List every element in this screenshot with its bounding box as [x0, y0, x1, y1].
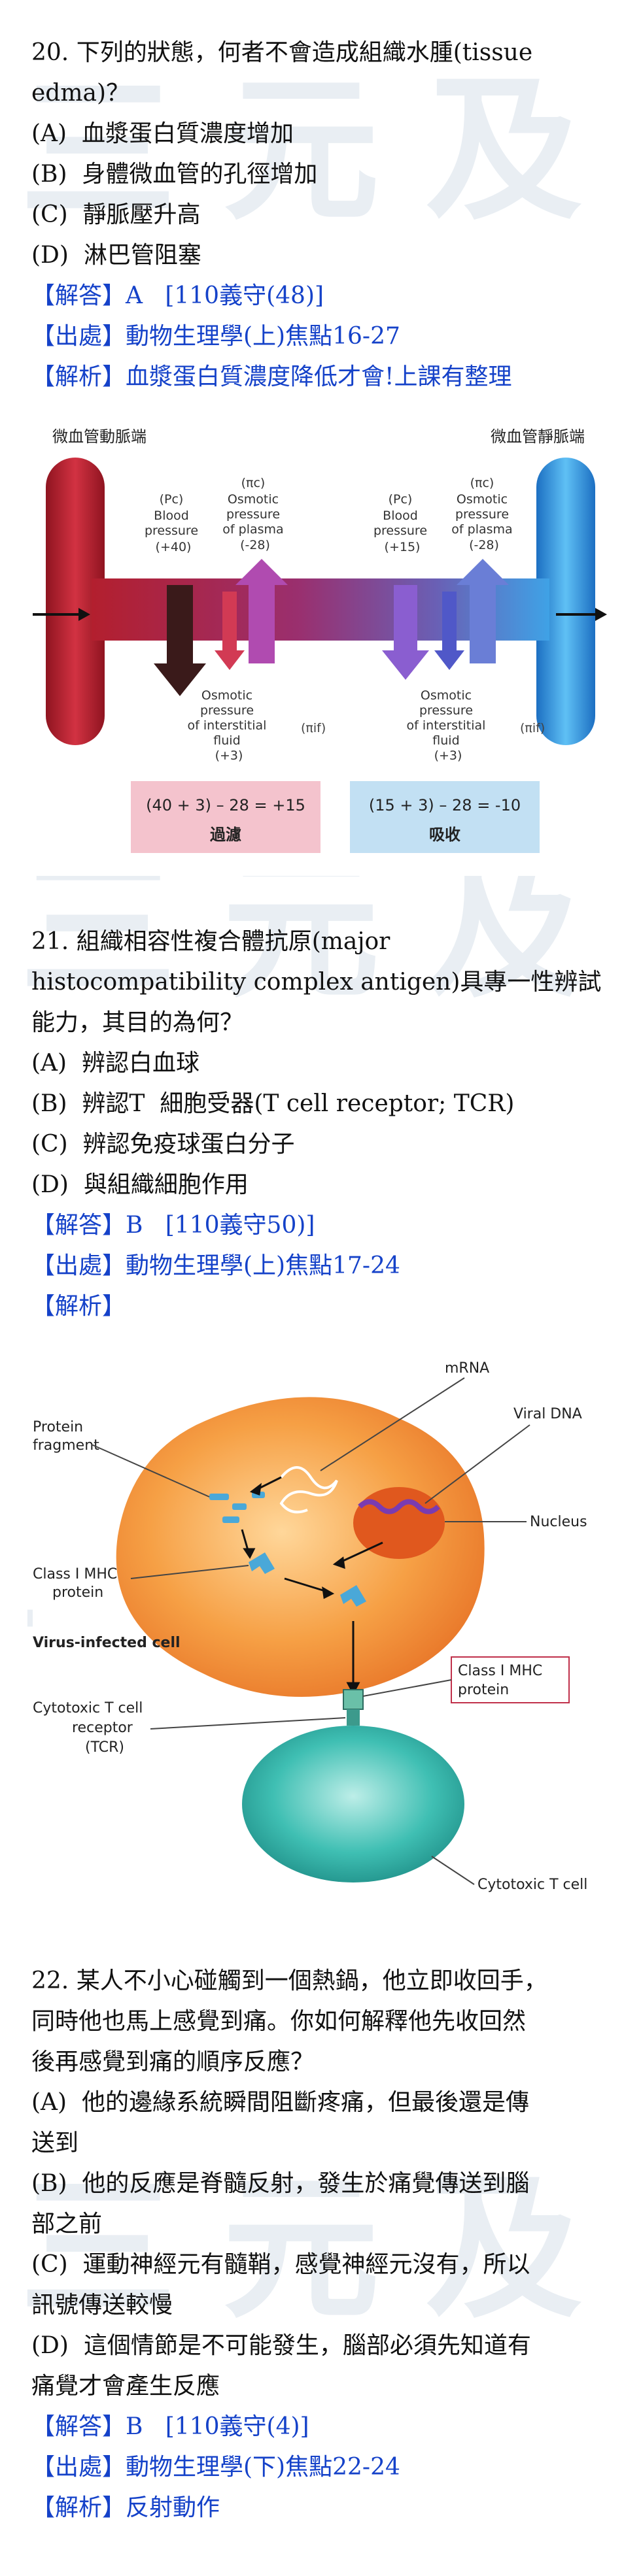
tcr	[347, 1709, 360, 1726]
viral-dna-label: Viral DNA	[513, 1406, 582, 1422]
option-d: (D) 淋巴管阻塞	[31, 242, 201, 269]
question-stem: 22. 某人不小心碰觸到一個熱鍋，他立即收回手，	[31, 1967, 547, 1994]
pi-if-label-left: (πif)	[301, 721, 326, 735]
answer: 【解答】B [110義守(4)]	[31, 2413, 309, 2440]
arrow-blood-pressure-left	[154, 585, 206, 696]
mrna-label: mRNA	[445, 1360, 489, 1377]
explanation: 【解析】	[31, 1293, 126, 1320]
filtration-label: 過濾	[210, 826, 241, 844]
leader-line	[362, 1679, 452, 1697]
virus-infected-cell	[116, 1397, 485, 1697]
flow-arrow-right	[556, 608, 607, 621]
option-c: (C) 辨認免疫球蛋白分子	[31, 1131, 295, 1158]
option-c-cont: 訊號傳送較慢	[31, 2292, 173, 2318]
question-stem: edma)？	[31, 80, 130, 107]
question-stem: 能力，其目的為何？	[31, 1009, 244, 1036]
arrow-interstitial-right	[434, 592, 464, 670]
plasma-osmotic-label-left: (πc) Osmotic pressure of plasma (-28)	[222, 476, 287, 552]
leader-line	[431, 1856, 475, 1885]
source: 【出處】動物生理學(下)焦點22-24	[31, 2454, 400, 2481]
nucleus-label: Nucleus	[530, 1514, 587, 1530]
option-c: (C) 靜脈壓升高	[31, 201, 201, 228]
pi-if-label-right: (πif)	[520, 721, 545, 735]
option-c: (C) 運動神經元有髓鞘，感覺神經元沒有，所以	[31, 2251, 530, 2278]
class-i-mhc-label: Class I MHC protein	[33, 1566, 122, 1601]
answer: 【解答】A [110義守(48)]	[31, 282, 324, 309]
question-stem: 21. 組織相容性複合體抗原(major	[31, 928, 390, 955]
question-stem: 同時他也馬上感覺到痛。你如何解釋他先收回然	[31, 2008, 527, 2035]
option-a: (A) 他的邊緣系統瞬間阻斷疼痛，但最後還是傳	[31, 2089, 529, 2116]
option-a-cont: 送到	[31, 2130, 79, 2156]
explanation: 【解析】反射動作	[31, 2494, 220, 2521]
flow-arrow-left	[33, 608, 90, 621]
question-22: 22. 某人不小心碰觸到一個熱鍋，他立即收回手， 同時他也馬上感覺到痛。你如何解…	[31, 1961, 620, 2528]
option-b: (B) 身體微血管的孔徑增加	[31, 161, 318, 188]
absorption-equation: (15 + 3) – 28 = -10	[369, 796, 521, 814]
interstitial-osmotic-label-right: Osmotic pressure of interstitial fluid (…	[407, 688, 490, 763]
option-d-cont: 痛覺才會產生反應	[31, 2373, 220, 2400]
source: 【出處】動物生理學(上)焦點17-24	[31, 1252, 400, 1279]
class-i-mhc-box: Class I MHC protein	[451, 1656, 570, 1703]
option-b-cont: 部之前	[31, 2211, 103, 2237]
venous-end-label: 微血管靜脈端	[491, 427, 585, 446]
explanation: 【解析】血漿蛋白質濃度降低才會!上課有整理	[31, 363, 512, 390]
pathway-arrows	[241, 1476, 383, 1696]
mhc-tcr-complex	[343, 1689, 364, 1710]
question-stem: histocompatibility complex antigen)具專一性辨…	[31, 969, 602, 995]
source: 【出處】動物生理學(上)焦點16-27	[31, 323, 400, 350]
leader-line	[150, 1717, 346, 1730]
protein-fragment-label: Protein fragment	[33, 1419, 99, 1454]
blood-pressure-label-left: (Pc) Blood pressure (+40)	[145, 492, 202, 554]
absorption-label: 吸收	[429, 826, 460, 844]
nucleus	[353, 1487, 445, 1559]
option-a: (A) 血漿蛋白質濃度增加	[31, 120, 294, 147]
arrow-plasma-osmotic-right	[457, 559, 509, 663]
arterial-end-label: 微血管動脈端	[52, 427, 147, 446]
viral-dna	[358, 1499, 440, 1514]
infected-cell-label: Virus-infected cell	[33, 1635, 181, 1651]
mhc-presentation-figure: mRNA Viral DNA Protein fragment Nucleus …	[33, 1347, 608, 1922]
arrow-blood-pressure-right	[382, 585, 429, 680]
absorption-box: (15 + 3) – 28 = -10 吸收	[350, 781, 540, 853]
mhc-protein-loaded	[340, 1585, 366, 1607]
leader-line	[130, 1565, 249, 1579]
option-d: (D) 與組織細胞作用	[31, 1171, 249, 1198]
question-20: 20. 下列的狀態，何者不會造成組織水腫(tissue edma)？ (A) 血…	[31, 33, 620, 397]
option-d: (D) 這個情節是不可能發生，腦部必須先知道有	[31, 2332, 531, 2359]
protein-fragments	[209, 1492, 265, 1523]
mrna	[279, 1466, 338, 1514]
question-stem: 後再感覺到痛的順序反應？	[31, 2049, 315, 2075]
option-a: (A) 辨認白血球	[31, 1050, 199, 1077]
interstitial-osmotic-label-left: Osmotic pressure of interstitial fluid (…	[188, 688, 271, 763]
arterial-vessel	[46, 458, 105, 745]
capillary-pressure-figure: 微血管動脈端 微血管靜脈端 (Pc) Blood pressure (+40) …	[33, 418, 608, 876]
question-stem: 20. 下列的狀態，何者不會造成組織水腫(tissue	[31, 39, 533, 66]
leader-line	[91, 1444, 210, 1497]
question-21: 21. 組織相容性複合體抗原(major histocompatibility …	[31, 922, 620, 1327]
cytotoxic-t-cell	[242, 1726, 464, 1882]
leader-line	[424, 1424, 530, 1504]
venous-vessel	[536, 458, 595, 745]
plasma-osmotic-label-right: (πc) Osmotic pressure of plasma (-28)	[451, 476, 516, 552]
class-i-mhc-box-text: Class I MHC protein	[458, 1663, 547, 1698]
answer: 【解答】B [110義守50)]	[31, 1212, 315, 1239]
arrow-interstitial-left	[215, 592, 245, 670]
arrow-plasma-osmotic-left	[235, 559, 288, 663]
option-b: (B) 辨認T 細胞受器(T cell receptor; TCR)	[31, 1090, 515, 1117]
filtration-box: (40 + 3) – 28 = +15 過濾	[131, 781, 320, 853]
tcr-label: Cytotoxic T cell receptor (TCR)	[33, 1700, 147, 1756]
mhc-protein	[249, 1552, 275, 1574]
option-b: (B) 他的反應是脊髓反射，發生於痛覺傳送到腦	[31, 2170, 530, 2197]
filtration-equation: (40 + 3) – 28 = +15	[146, 796, 305, 814]
leader-line	[320, 1377, 465, 1471]
blood-pressure-label-right: (Pc) Blood pressure (+15)	[373, 492, 431, 554]
t-cell-label: Cytotoxic T cell	[477, 1877, 587, 1893]
